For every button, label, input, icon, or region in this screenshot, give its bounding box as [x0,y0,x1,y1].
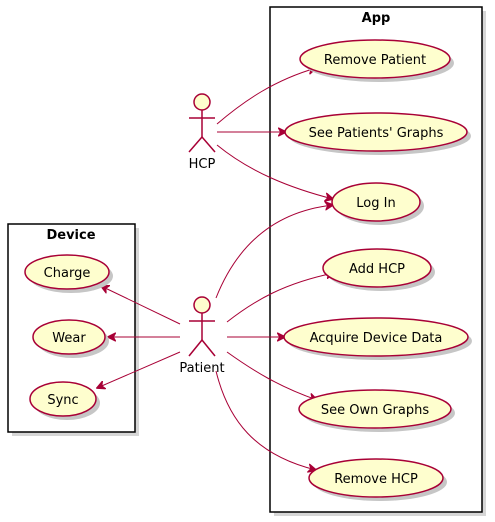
usecase-see-patients-graphs[interactable]: See Patients' Graphs [284,112,471,155]
edge-hcp-remove-patient [216,68,316,125]
usecase-sync[interactable]: Sync [29,381,100,420]
usecase-add-hcp-label: Add HCP [349,262,405,277]
usecase-see-own-graphs-label: See Own Graphs [321,403,429,418]
edge-patient-add-hcp [226,273,334,323]
actor-patient-head [193,296,211,314]
usecase-add-hcp[interactable]: Add HCP [322,248,435,291]
usecase-see-own-graphs[interactable]: See Own Graphs [298,389,455,432]
usecase-see-patients-graphs-label: See Patients' Graphs [309,126,444,141]
usecase-sync-label: Sync [47,393,78,408]
actor-patient-label: Patient [179,361,224,376]
usecase-wear[interactable]: Wear [32,319,109,358]
usecase-remove-patient[interactable]: Remove Patient [299,39,454,82]
actor-hcp[interactable]: HCP [188,93,216,172]
actor-patient[interactable]: Patient [179,296,225,376]
actor-hcp-label: HCP [189,157,216,172]
usecase-charge[interactable]: Charge [24,254,113,293]
usecase-acquire-device-data[interactable]: Acquire Device Data [283,317,472,360]
edge-patient-see-own-graphs [226,351,317,400]
usecase-log-in[interactable]: Log In [331,182,424,225]
edge-patient-log-in [215,205,333,299]
edge-patient-remove-hcp [215,370,316,470]
usecase-wear-label: Wear [52,331,86,346]
usecase-acquire-device-data-label: Acquire Device Data [310,331,443,346]
package-app-title: App [362,11,391,26]
actor-hcp-head [193,93,211,111]
edge-patient-sync [97,351,181,388]
package-device-title: Device [46,228,95,243]
relation-edges [97,68,334,470]
usecase-charge-label: Charge [44,266,91,281]
usecase-log-in-label: Log In [356,196,395,211]
edge-hcp-log-in [216,144,333,199]
usecase-remove-hcp[interactable]: Remove HCP [308,458,447,501]
usecase-remove-patient-label: Remove Patient [324,53,426,68]
usecase-remove-hcp-label: Remove HCP [334,472,418,487]
edge-patient-charge [101,286,181,325]
